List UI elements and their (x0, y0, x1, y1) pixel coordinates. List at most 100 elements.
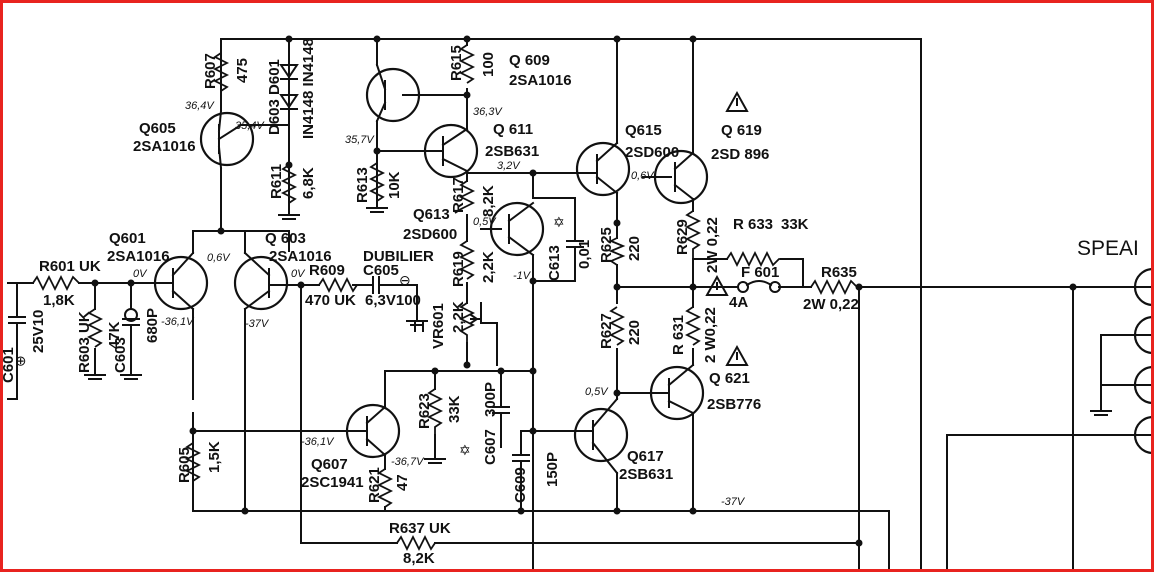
value-r631: 2 W0,22 (702, 307, 719, 363)
label-r619: R619 (450, 251, 467, 287)
label-q611: Q 611 (493, 121, 533, 138)
value-r613: 10K (386, 171, 403, 199)
cap-c607 (492, 406, 510, 418)
transistor-q609 (365, 63, 421, 123)
res-r601 (32, 274, 80, 292)
part-q617: 2SB631 (619, 466, 673, 483)
label-r607: R607 (202, 53, 219, 89)
vr601-value: 2,2K (450, 301, 467, 333)
text-labels: Q 609 2SA1016 Q 611 2SB631 Q605 2SA1016 … (3, 38, 1139, 567)
value-r615: 100 (480, 52, 497, 77)
transistor-q603 (233, 251, 289, 311)
value-c601: 25V10 (30, 310, 47, 353)
svg-text:35,7V: 35,7V (345, 134, 375, 146)
label-c605: C605 (363, 262, 399, 279)
transistor-q613 (489, 201, 545, 257)
label-q613: Q613 (413, 206, 450, 223)
speaker-terminals (1133, 268, 1151, 454)
res-r603 (86, 308, 104, 348)
value-r607: 475 (234, 58, 251, 83)
transistor-q619 (653, 149, 709, 205)
part-q613: 2SD600 (403, 226, 457, 243)
value-r625: 220 (626, 236, 643, 261)
label-r631: R 631 (670, 315, 687, 355)
speaker-label: SPEAI (1077, 237, 1139, 260)
value-r619: 2,2K (480, 251, 497, 283)
label-c607: C607 (482, 429, 499, 465)
svg-text:0,5V: 0,5V (585, 386, 609, 398)
star-icon: ✡ (553, 214, 565, 230)
label-r609: R609 (309, 262, 345, 279)
transistor-q601 (153, 251, 209, 311)
part-q603: 2SA1016 (269, 248, 332, 265)
value-c607: 300P (482, 382, 499, 417)
part-diodes: IN4148 IN4148 (300, 38, 317, 139)
label-r613: R613 (354, 167, 371, 203)
res-r609 (318, 276, 358, 294)
transistor-q605 (199, 109, 255, 170)
svg-text:-37V: -37V (721, 496, 746, 508)
svg-text:0,6V: 0,6V (631, 170, 655, 182)
dubilier-note: DUBILIER (363, 248, 434, 265)
part-q621: 2SB776 (707, 396, 761, 413)
res-r607 (212, 52, 230, 92)
res-r631 (684, 306, 702, 346)
value-r635: 2W 0,22 (803, 296, 859, 313)
value-fuse: 4A (729, 294, 748, 311)
value-c609: 150P (544, 452, 561, 487)
cap-c601 (8, 316, 26, 344)
label-fuse: F 601 (741, 264, 779, 281)
label-r601: R601 UK (39, 258, 101, 275)
res-r613 (368, 162, 386, 202)
minus-icon: ⊖ (399, 272, 411, 288)
star-icon-2: ✡ (459, 442, 471, 458)
res-r637 (396, 534, 436, 552)
transistor-q611 (422, 123, 479, 179)
part-q611: 2SB631 (485, 143, 539, 160)
label-c601: C601 (3, 347, 17, 383)
label-q601: Q601 (109, 230, 146, 247)
value-c613: 0,01 (576, 240, 593, 269)
value-r617: 8,2K (480, 185, 497, 217)
schematic-svg: Q 609 2SA1016 Q 611 2SB631 Q605 2SA1016 … (3, 35, 1151, 569)
value-r629: 2W 0,22 (704, 217, 721, 273)
cap-c609 (512, 454, 530, 466)
vr601-ref: VR601 (430, 303, 447, 349)
res-r625 (608, 237, 626, 266)
value-r621: 47 (394, 474, 411, 491)
label-c603: C603 (112, 337, 129, 373)
res-r605 (184, 442, 202, 482)
value-r609: 470 UK (305, 292, 356, 309)
r605-ref: R605 (176, 447, 193, 483)
res-r627 (608, 306, 626, 346)
value-c605: 6,3V100 (365, 292, 421, 309)
part-q601: 2SA1016 (107, 248, 170, 265)
svg-text:0V: 0V (291, 268, 306, 280)
junction-dots (91, 35, 1077, 547)
svg-text:-37V: -37V (245, 318, 270, 330)
warning-icons (705, 90, 749, 366)
label-c613: C613 (546, 245, 563, 281)
resistor-symbols (32, 44, 859, 552)
label-q617: Q617 (627, 448, 664, 465)
value-r601: 1,8K (43, 292, 75, 309)
svg-text:36,4V: 36,4V (185, 100, 215, 112)
label-q615: Q615 (625, 122, 662, 139)
label-r615: R615 (448, 45, 465, 81)
transistor-q621 (649, 363, 705, 421)
value-c603: 680P (144, 308, 161, 343)
svg-text:35,4V: 35,4V (235, 120, 265, 132)
res-r635 (810, 278, 859, 296)
diode-symbols (279, 64, 299, 110)
plus-icon: ⊕ (12, 355, 28, 367)
label-r603: R603 UK (76, 311, 93, 373)
transistor-q615 (575, 141, 631, 197)
part-q609: 2SA1016 (509, 72, 572, 89)
svg-text:-1V: -1V (513, 270, 532, 282)
res-r629 (684, 210, 702, 265)
label-r623: R623 (416, 393, 433, 429)
svg-text:36,3V: 36,3V (473, 106, 503, 118)
transistor-q617 (564, 397, 629, 475)
ground-symbols (84, 207, 1112, 464)
